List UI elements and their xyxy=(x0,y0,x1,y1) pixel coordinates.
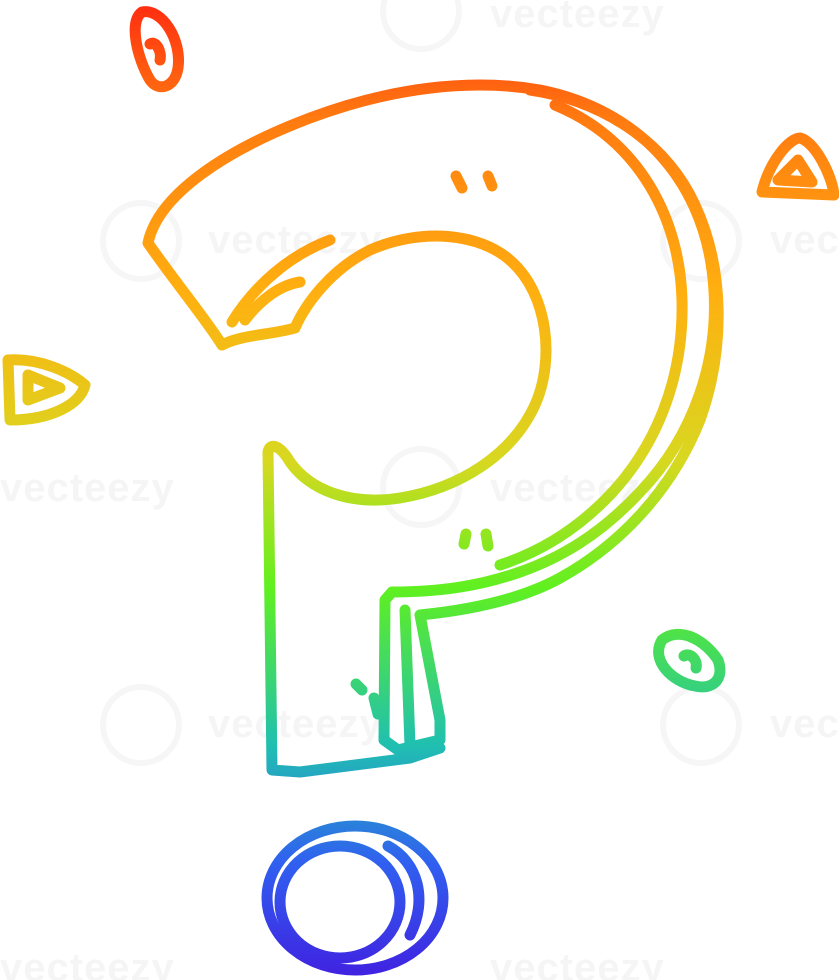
triangle-shape-left xyxy=(2,354,91,426)
hook-depth-line xyxy=(494,99,688,571)
question-mark-inner-curve xyxy=(216,230,552,778)
hook-highlight-2 xyxy=(239,276,306,326)
drop-inner-top-left xyxy=(144,37,166,66)
question-mark-dot-inner xyxy=(274,840,406,964)
dot-depth-line xyxy=(382,840,425,941)
question-mark-hook-outline xyxy=(142,79,724,756)
triangle-inner-right xyxy=(772,154,818,188)
question-mark-dot xyxy=(261,820,449,976)
drop-inner-bottom-right xyxy=(678,649,702,674)
hook-depth-line-2 xyxy=(399,604,416,751)
triangle-inner-left xyxy=(22,369,66,406)
tick-mark xyxy=(368,692,384,720)
tick-mark xyxy=(482,170,498,192)
hook-highlight xyxy=(226,234,336,328)
tick-mark xyxy=(350,678,368,696)
triangle-shape-right xyxy=(756,132,839,201)
drop-shape-top-left xyxy=(129,6,184,93)
drop-shape-bottom-right xyxy=(653,629,726,693)
tick-mark xyxy=(458,528,472,550)
tick-mark xyxy=(480,528,494,552)
tick-mark xyxy=(450,170,468,194)
